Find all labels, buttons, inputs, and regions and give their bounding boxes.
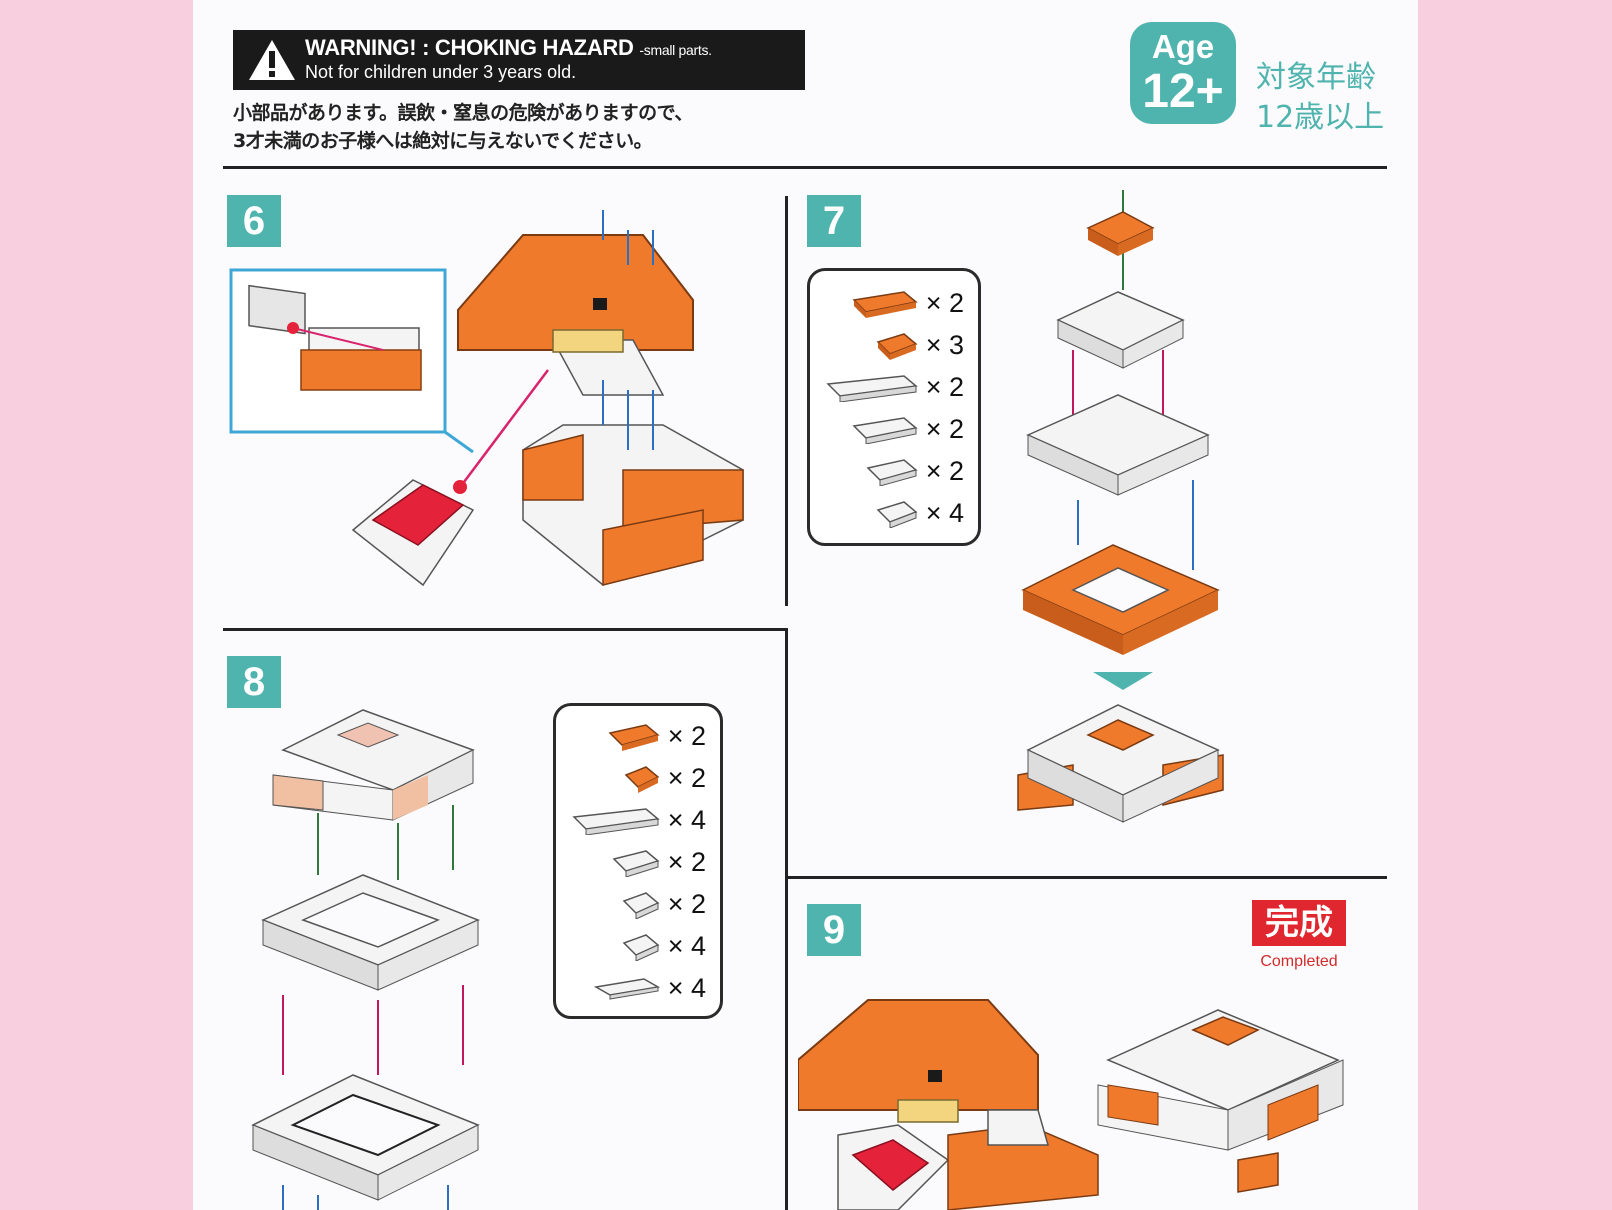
white-2x8-brick-icon xyxy=(570,805,662,835)
age-value: 12+ xyxy=(1130,64,1236,119)
warning-triangle-icon xyxy=(247,38,297,82)
completed-label: Completed xyxy=(1247,953,1351,971)
warning-box: WARNING! : CHOKING HAZARD -small parts. … xyxy=(233,30,805,90)
step-8-qty: × 4 xyxy=(668,805,706,836)
age-jp-line1: 対象年齢 xyxy=(1256,52,1376,96)
step-7-qty: × 2 xyxy=(926,288,964,319)
white-2x3-brick-icon xyxy=(864,456,920,486)
step-7-qty: × 2 xyxy=(926,456,964,487)
white-2x2-brick-icon xyxy=(874,498,920,528)
step-8-part-row: × 4 xyxy=(592,970,706,1006)
step-8-part-row: × 4 xyxy=(620,928,706,964)
step-number-8: 8 xyxy=(227,656,281,708)
warning-jp-line1: 小部品があります。誤飲・窒息の危険がありますので、 xyxy=(233,98,693,125)
step-7-qty: × 2 xyxy=(926,372,964,403)
step-7-qty: × 4 xyxy=(926,498,964,529)
step-7-part-row: × 2 xyxy=(864,453,964,489)
step-7-part-row: × 3 xyxy=(874,327,964,363)
warning-small-parts: -small parts. xyxy=(639,42,711,58)
step-8-illustration xyxy=(243,705,503,1210)
age-badge: Age 12+ xyxy=(1130,22,1236,124)
white-2x4-brick-icon xyxy=(610,847,662,877)
white-plate-icon xyxy=(592,973,662,1003)
vertical-divider-top xyxy=(785,196,788,606)
step-7-part-row: × 4 xyxy=(874,495,964,531)
step-7-parts-box: × 2 × 3 × 2 × 2 × 2 × 4 xyxy=(807,268,981,546)
white-2x6-brick-icon xyxy=(824,372,920,402)
horizontal-divider-right xyxy=(785,876,1387,879)
step-8-part-row: × 2 xyxy=(622,760,706,796)
warning-jp-line2: 3才未満のお子様へは絶対に与えないでください。 xyxy=(233,126,652,153)
step-7-part-row: × 2 xyxy=(824,369,964,405)
white-2x3-brick-icon xyxy=(620,889,662,919)
step-8-qty: × 2 xyxy=(668,847,706,878)
step-7-illustration xyxy=(1013,190,1253,850)
completed-badge: 完成 xyxy=(1252,900,1346,946)
orange-2x4-brick-icon xyxy=(850,288,920,318)
orange-2x2-brick-icon xyxy=(874,330,920,360)
step-8-qty: × 4 xyxy=(668,973,706,1004)
vertical-divider-bottom xyxy=(785,628,788,1210)
warning-title: WARNING! : CHOKING HAZARD -small parts. xyxy=(305,35,712,61)
age-label: Age xyxy=(1130,28,1236,66)
step-8-qty: × 2 xyxy=(668,721,706,752)
horizontal-divider-left xyxy=(223,628,785,631)
step-8-qty: × 4 xyxy=(668,931,706,962)
step-8-part-row: × 4 xyxy=(570,802,706,838)
warning-subtitle: Not for children under 3 years old. xyxy=(305,62,576,83)
white-2x4-brick-icon xyxy=(850,414,920,444)
step-8-part-row: × 2 xyxy=(620,886,706,922)
step-8-qty: × 2 xyxy=(668,763,706,794)
step-7-qty: × 3 xyxy=(926,330,964,361)
step-6-illustration xyxy=(223,200,783,610)
step-7-qty: × 2 xyxy=(926,414,964,445)
step-8-qty: × 2 xyxy=(668,889,706,920)
orange-2x4-brick-icon xyxy=(606,721,662,751)
step-8-part-row: × 2 xyxy=(606,718,706,754)
step-7-part-row: × 2 xyxy=(850,285,964,321)
step-number-7: 7 xyxy=(807,195,861,247)
age-jp-line2: 12歳以上 xyxy=(1256,92,1384,136)
step-7-part-row: × 2 xyxy=(850,411,964,447)
orange-2x2-brick-icon xyxy=(622,763,662,793)
step-number-9: 9 xyxy=(807,904,861,956)
instruction-sheet: WARNING! : CHOKING HAZARD -small parts. … xyxy=(193,0,1418,1210)
white-2x2-brick-icon xyxy=(620,931,662,961)
header-divider xyxy=(223,166,1387,169)
step-8-part-row: × 2 xyxy=(610,844,706,880)
step-8-parts-box: × 2 × 2 × 4 × 2 × 2 × 4 × 4 xyxy=(553,703,723,1019)
step-9-illustration xyxy=(798,985,1398,1210)
